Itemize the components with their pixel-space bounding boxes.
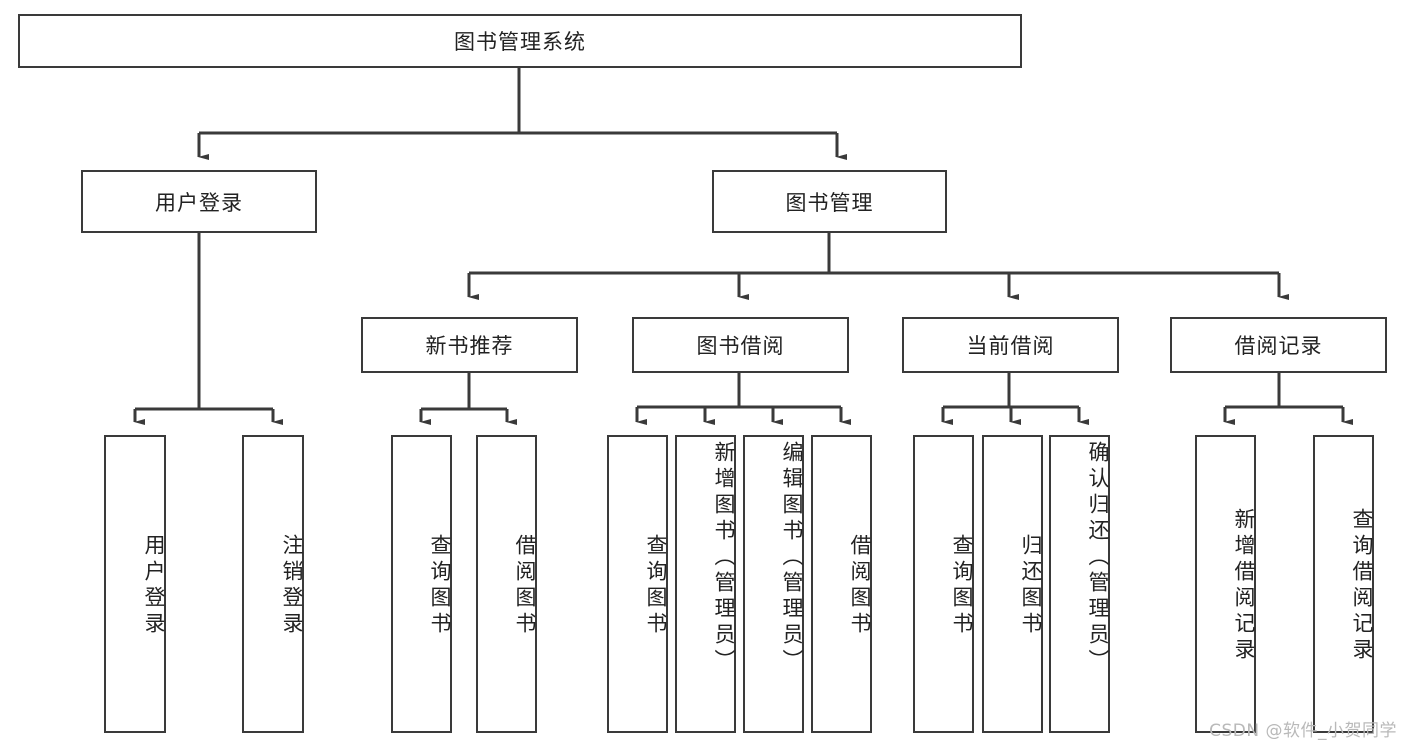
node-borrow-record[interactable]: 借阅记录 xyxy=(1170,317,1387,373)
node-label: 确认归还（管理员） xyxy=(1086,441,1110,675)
leaf-query-book-recommend[interactable]: 查询图书 xyxy=(391,435,452,733)
leaf-query-book-current[interactable]: 查询图书 xyxy=(913,435,974,733)
node-label: 查询图书 xyxy=(950,534,974,638)
leaf-query-book-borrow[interactable]: 查询图书 xyxy=(607,435,668,733)
leaf-query-borrow-record[interactable]: 查询借阅记录 xyxy=(1313,435,1374,733)
watermark: CSDN @软件_小贺同学 xyxy=(1209,721,1397,741)
leaf-borrow-book[interactable]: 借阅图书 xyxy=(811,435,872,733)
node-book-management[interactable]: 图书管理 xyxy=(712,170,947,233)
node-label: 借阅记录 xyxy=(1234,334,1323,358)
node-label: 图书借阅 xyxy=(696,334,785,358)
leaf-return-book[interactable]: 归还图书 xyxy=(982,435,1043,733)
node-user-login[interactable]: 用户登录 xyxy=(81,170,317,233)
node-label: 图书管理 xyxy=(785,190,874,215)
node-label: 查询借阅记录 xyxy=(1350,508,1374,664)
node-label: 编辑图书（管理员） xyxy=(780,441,804,675)
node-label: 借阅图书 xyxy=(848,534,872,638)
node-book-borrow[interactable]: 图书借阅 xyxy=(632,317,849,373)
node-label: 归还图书 xyxy=(1019,534,1043,638)
node-label: 查询图书 xyxy=(644,534,668,638)
node-label: 用户登录 xyxy=(155,190,243,215)
node-current-borrow[interactable]: 当前借阅 xyxy=(902,317,1119,373)
node-label: 查询图书 xyxy=(428,534,452,638)
node-label: 借阅图书 xyxy=(513,534,537,638)
node-label: 新增图书（管理员） xyxy=(712,441,736,675)
leaf-add-book-admin[interactable]: 新增图书（管理员） xyxy=(675,435,736,733)
node-label: 新增借阅记录 xyxy=(1232,508,1256,664)
node-label: 用户登录 xyxy=(142,534,166,638)
leaf-add-borrow-record[interactable]: 新增借阅记录 xyxy=(1195,435,1256,733)
leaf-user-login[interactable]: 用户登录 xyxy=(104,435,166,733)
node-label: 注销登录 xyxy=(280,534,304,638)
node-root[interactable]: 图书管理系统 xyxy=(18,14,1022,68)
node-label: 当前借阅 xyxy=(966,334,1055,358)
node-new-book-recommend[interactable]: 新书推荐 xyxy=(361,317,578,373)
node-label: 图书管理系统 xyxy=(454,30,586,54)
node-label: 新书推荐 xyxy=(425,334,514,358)
leaf-edit-book-admin[interactable]: 编辑图书（管理员） xyxy=(743,435,804,733)
leaf-logout[interactable]: 注销登录 xyxy=(242,435,304,733)
leaf-borrow-book-recommend[interactable]: 借阅图书 xyxy=(476,435,537,733)
leaf-confirm-return-admin[interactable]: 确认归还（管理员） xyxy=(1049,435,1110,733)
